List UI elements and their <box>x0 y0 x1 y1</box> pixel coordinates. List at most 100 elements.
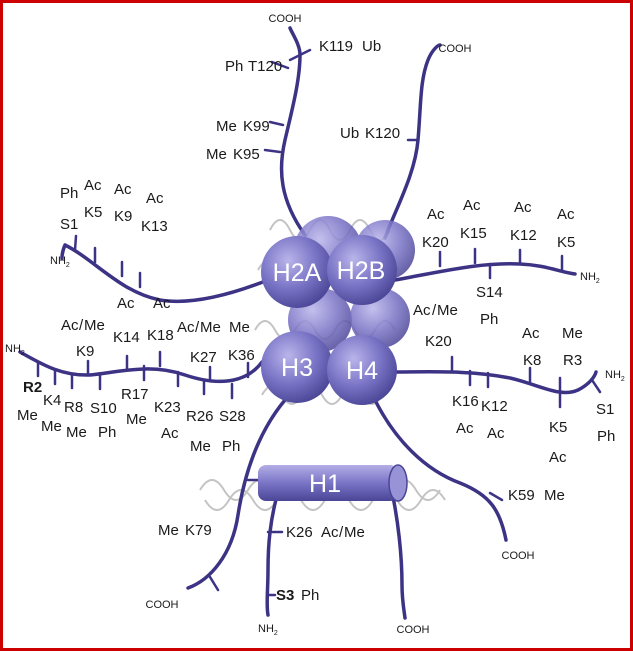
me-mark: Me <box>66 424 87 441</box>
h3-modifications: Ac / Me Ac Ac Ac / Me Me K9 K14 K18 K27 … <box>17 295 255 539</box>
h3-k23-label: K23 <box>154 399 181 416</box>
h1-modifications: K26 Ac / Me S3 Ph <box>276 524 365 604</box>
h3-cooh-label: COOH <box>146 599 179 611</box>
h2a-k13-label: K13 <box>141 218 168 235</box>
h4-k16-label: K16 <box>452 393 479 410</box>
me-mark: Me <box>84 317 105 334</box>
h4-k12-label: K12 <box>481 398 508 415</box>
h2a-cooh-label: COOH <box>269 13 302 25</box>
h2b-modifications: Ub K120 Ac Ac Ac Ac K20 K15 K12 K5 S14 P… <box>340 125 575 328</box>
me-mark: Me <box>17 407 38 424</box>
slash-separator: / <box>79 317 84 334</box>
ac-mark: Ac <box>61 317 79 334</box>
ac-mark: Ac <box>427 206 445 223</box>
ph-mark: Ph <box>60 185 78 202</box>
h2a-sphere <box>261 236 333 308</box>
h4-cooh-label: COOH <box>502 550 535 562</box>
ac-mark: Ac <box>321 524 339 541</box>
ac-mark: Ac <box>463 197 481 214</box>
slash-separator: / <box>195 319 200 336</box>
h2a-k119-label: K119 <box>319 38 353 55</box>
h3-label: H3 <box>281 354 313 382</box>
h2b-sphere <box>327 235 397 305</box>
ac-mark: Ac <box>456 420 474 437</box>
h4-k8-label: K8 <box>523 352 541 369</box>
ph-mark: Ph <box>222 438 240 455</box>
ph-mark: Ph <box>597 428 615 445</box>
h3-k36-label: K36 <box>228 347 255 364</box>
h1-rod <box>258 464 408 502</box>
h1-nh2-label: NH2 <box>258 623 278 637</box>
h3-k79-label: K79 <box>185 522 212 539</box>
ac-mark: Ac <box>177 319 195 336</box>
ac-mark: Ac <box>161 425 179 442</box>
h2a-s1-label: S1 <box>60 216 78 233</box>
h2a-modifications: K119 Ub Ph T120 Me K99 Me K95 Ph Ac Ac A… <box>60 38 381 235</box>
me-mark: Me <box>190 438 211 455</box>
h4-r3-label: R3 <box>563 352 582 369</box>
h4-sphere <box>327 335 397 405</box>
h3-sphere <box>261 331 333 403</box>
me-mark: Me <box>437 302 458 319</box>
me-mark: Me <box>229 319 250 336</box>
ac-mark: Ac <box>146 190 164 207</box>
h1-cooh-label: COOH <box>397 624 430 636</box>
ph-mark: Ph <box>98 424 116 441</box>
ac-mark: Ac <box>557 206 575 223</box>
me-mark: Me <box>562 325 583 342</box>
ac-mark: Ac <box>84 177 102 194</box>
me-mark: Me <box>216 118 237 135</box>
h3-k18-label: K18 <box>147 327 174 344</box>
h2b-s14-label: S14 <box>476 284 503 301</box>
histone-modification-diagram: H2A H2B H3 H4 H1 COOH COOH COOH COOH COO… <box>5 13 625 637</box>
me-mark: Me <box>344 524 365 541</box>
h3-r17-label: R17 <box>121 386 149 403</box>
me-mark: Me <box>200 319 221 336</box>
ac-mark: Ac <box>549 449 567 466</box>
me-mark: Me <box>544 487 565 504</box>
me-mark: Me <box>41 418 62 435</box>
ac-mark: Ac <box>413 302 431 319</box>
h2a-t120-label: T120 <box>248 58 282 75</box>
histone-tails <box>18 26 598 620</box>
h2b-k20-label: K20 <box>422 234 449 251</box>
ac-mark: Ac <box>114 181 132 198</box>
h2a-k5-label: K5 <box>84 204 102 221</box>
me-mark: Me <box>158 522 179 539</box>
h1-k26-label: K26 <box>286 524 313 541</box>
h2b-k120-label: K120 <box>365 125 400 142</box>
h4-k5-label: K5 <box>549 419 567 436</box>
h3-nh2-label: NH2 <box>5 343 25 357</box>
h3-k14-label: K14 <box>113 329 140 346</box>
h3-s28-label: S28 <box>219 408 246 425</box>
ac-mark: Ac <box>487 425 505 442</box>
h3-r2-label: R2 <box>23 379 42 396</box>
ac-mark: Ac <box>522 325 540 342</box>
h2a-k99-label: K99 <box>243 118 270 135</box>
h2a-label: H2A <box>273 259 322 287</box>
histone-octamer <box>261 216 415 405</box>
h4-nh2-label: NH2 <box>605 369 625 383</box>
h3-r8-label: R8 <box>64 399 83 416</box>
h2a-k9-label: K9 <box>114 208 132 225</box>
slash-separator: / <box>432 302 437 319</box>
h1-s3-label: S3 <box>276 587 294 604</box>
ub-mark: Ub <box>362 38 381 55</box>
ac-mark: Ac <box>514 199 532 216</box>
ac-mark: Ac <box>117 295 135 312</box>
h4-k59-label: K59 <box>508 487 535 504</box>
h4-s1-label: S1 <box>596 401 614 418</box>
ac-mark: Ac <box>153 295 171 312</box>
h3-k4-label: K4 <box>43 392 61 409</box>
slash-separator: / <box>339 524 344 541</box>
h4-label: H4 <box>346 357 378 385</box>
h4-modifications: Ac / Me K20 Ac Me K8 R3 K16 K12 S1 K5 Ac… <box>413 302 615 504</box>
h3-r26-label: R26 <box>186 408 214 425</box>
me-mark: Me <box>126 411 147 428</box>
h2a-nh2-label: NH2 <box>50 255 70 269</box>
h4-k20-label: K20 <box>425 333 452 350</box>
h2b-k5-label: K5 <box>557 234 575 251</box>
h3-k9-label: K9 <box>76 343 94 360</box>
ph-mark: Ph <box>480 311 498 328</box>
me-mark: Me <box>206 146 227 163</box>
